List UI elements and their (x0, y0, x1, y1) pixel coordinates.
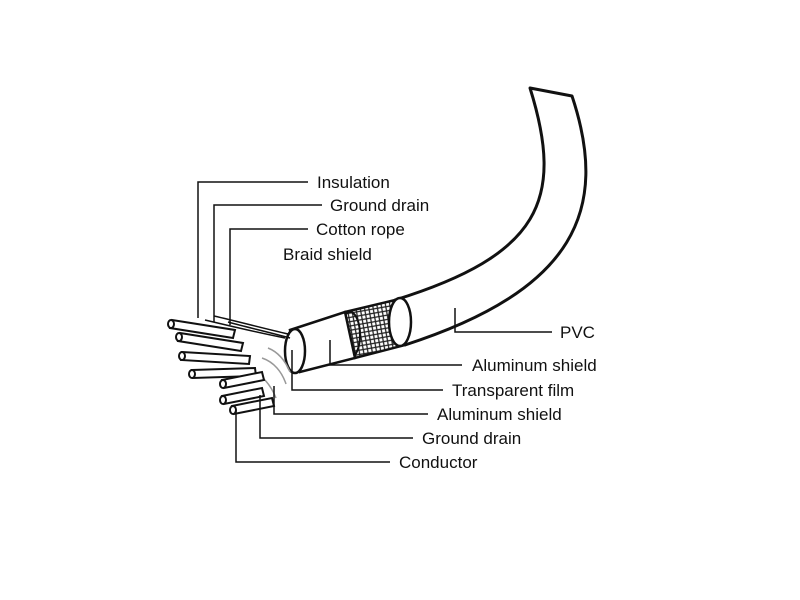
pvc-jacket (393, 86, 588, 347)
leader-lines (197, 181, 552, 463)
aluminum-shield-outer-section (283, 310, 357, 375)
label-cotton-rope: Cotton rope (316, 220, 405, 239)
label-aluminum-shield-outer: Aluminum shield (472, 356, 597, 375)
label-pvc: PVC (560, 323, 595, 342)
label-insulation: Insulation (317, 173, 390, 192)
label-ground-drain-top: Ground drain (330, 196, 429, 215)
label-aluminum-shield-inner: Aluminum shield (437, 405, 562, 424)
drain-and-rope-strands (204, 315, 291, 339)
label-transparent-film: Transparent film (452, 381, 574, 400)
conductor-pairs (167, 318, 276, 416)
label-conductor: Conductor (399, 453, 478, 472)
label-braid-shield: Braid shield (283, 245, 372, 264)
label-ground-drain-bottom: Ground drain (422, 429, 521, 448)
